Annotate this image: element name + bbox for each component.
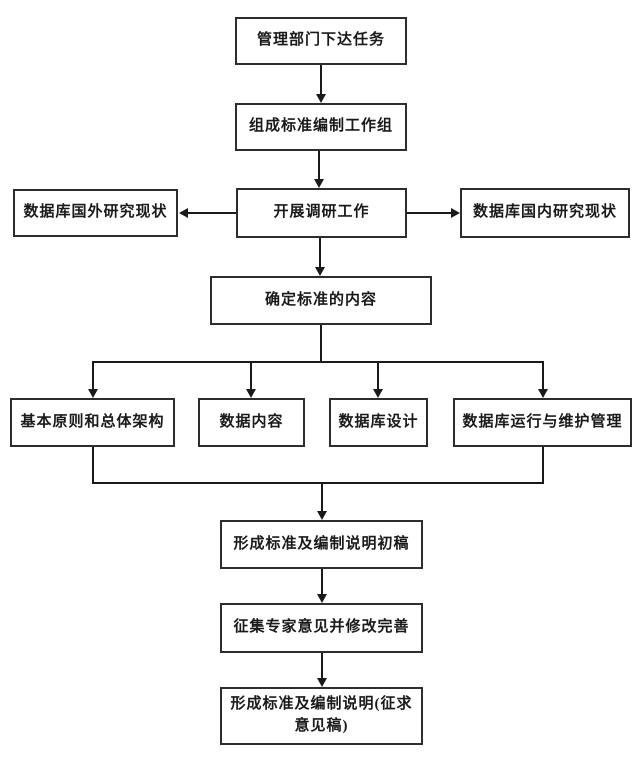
node-db-design: 数据库设计 bbox=[329, 398, 428, 447]
node-content: 确定标准的内容 bbox=[210, 276, 432, 325]
arrow-right-icon bbox=[451, 208, 460, 218]
connector-survey-domestic bbox=[407, 212, 452, 214]
arrow-down-icon bbox=[246, 389, 256, 398]
branch-bar-top bbox=[92, 361, 544, 363]
connector-principles-merge bbox=[92, 447, 94, 484]
arrow-down-icon bbox=[538, 389, 548, 398]
node-draft: 形成标准及编制说明初稿 bbox=[220, 520, 423, 569]
node-domestic: 数据库国内研究现状 bbox=[460, 188, 630, 238]
connector-survey-content bbox=[319, 238, 321, 268]
node-task: 管理部门下达任务 bbox=[235, 17, 407, 65]
node-survey: 开展调研工作 bbox=[236, 188, 407, 238]
connector-task-group bbox=[320, 65, 322, 96]
connector-db-ops-merge bbox=[542, 447, 544, 484]
connector-draft-expert bbox=[321, 569, 323, 595]
connector-survey-foreign bbox=[186, 212, 236, 214]
arrow-down-icon bbox=[314, 179, 324, 188]
arrow-down-icon bbox=[317, 594, 327, 603]
node-principles: 基本原则和总体架构 bbox=[10, 398, 175, 447]
node-final: 形成标准及编制说明(征求意见稿) bbox=[220, 687, 423, 745]
connector-content-branch bbox=[320, 325, 322, 363]
connector-branch-db-design bbox=[377, 362, 379, 390]
arrow-down-icon bbox=[373, 389, 383, 398]
arrow-down-icon bbox=[317, 511, 327, 520]
connector-branch-data-content bbox=[250, 362, 252, 390]
node-expert: 征集专家意见并修改完善 bbox=[220, 603, 423, 653]
connector-group-survey bbox=[318, 151, 320, 181]
arrow-down-icon bbox=[315, 267, 325, 276]
node-group: 组成标准编制工作组 bbox=[235, 103, 407, 151]
arrow-down-icon bbox=[316, 94, 326, 103]
node-foreign: 数据库国外研究现状 bbox=[13, 189, 178, 237]
arrow-left-icon bbox=[179, 208, 188, 218]
node-data-content: 数据内容 bbox=[198, 398, 305, 447]
connector-merge-draft bbox=[321, 483, 323, 512]
node-db-ops: 数据库运行与维护管理 bbox=[453, 398, 632, 447]
connector-expert-final bbox=[321, 653, 323, 679]
arrow-down-icon bbox=[88, 389, 98, 398]
merge-bar-bottom bbox=[92, 482, 544, 484]
connector-branch-db-ops bbox=[542, 362, 544, 390]
arrow-down-icon bbox=[317, 678, 327, 687]
connector-branch-principles bbox=[92, 362, 94, 390]
